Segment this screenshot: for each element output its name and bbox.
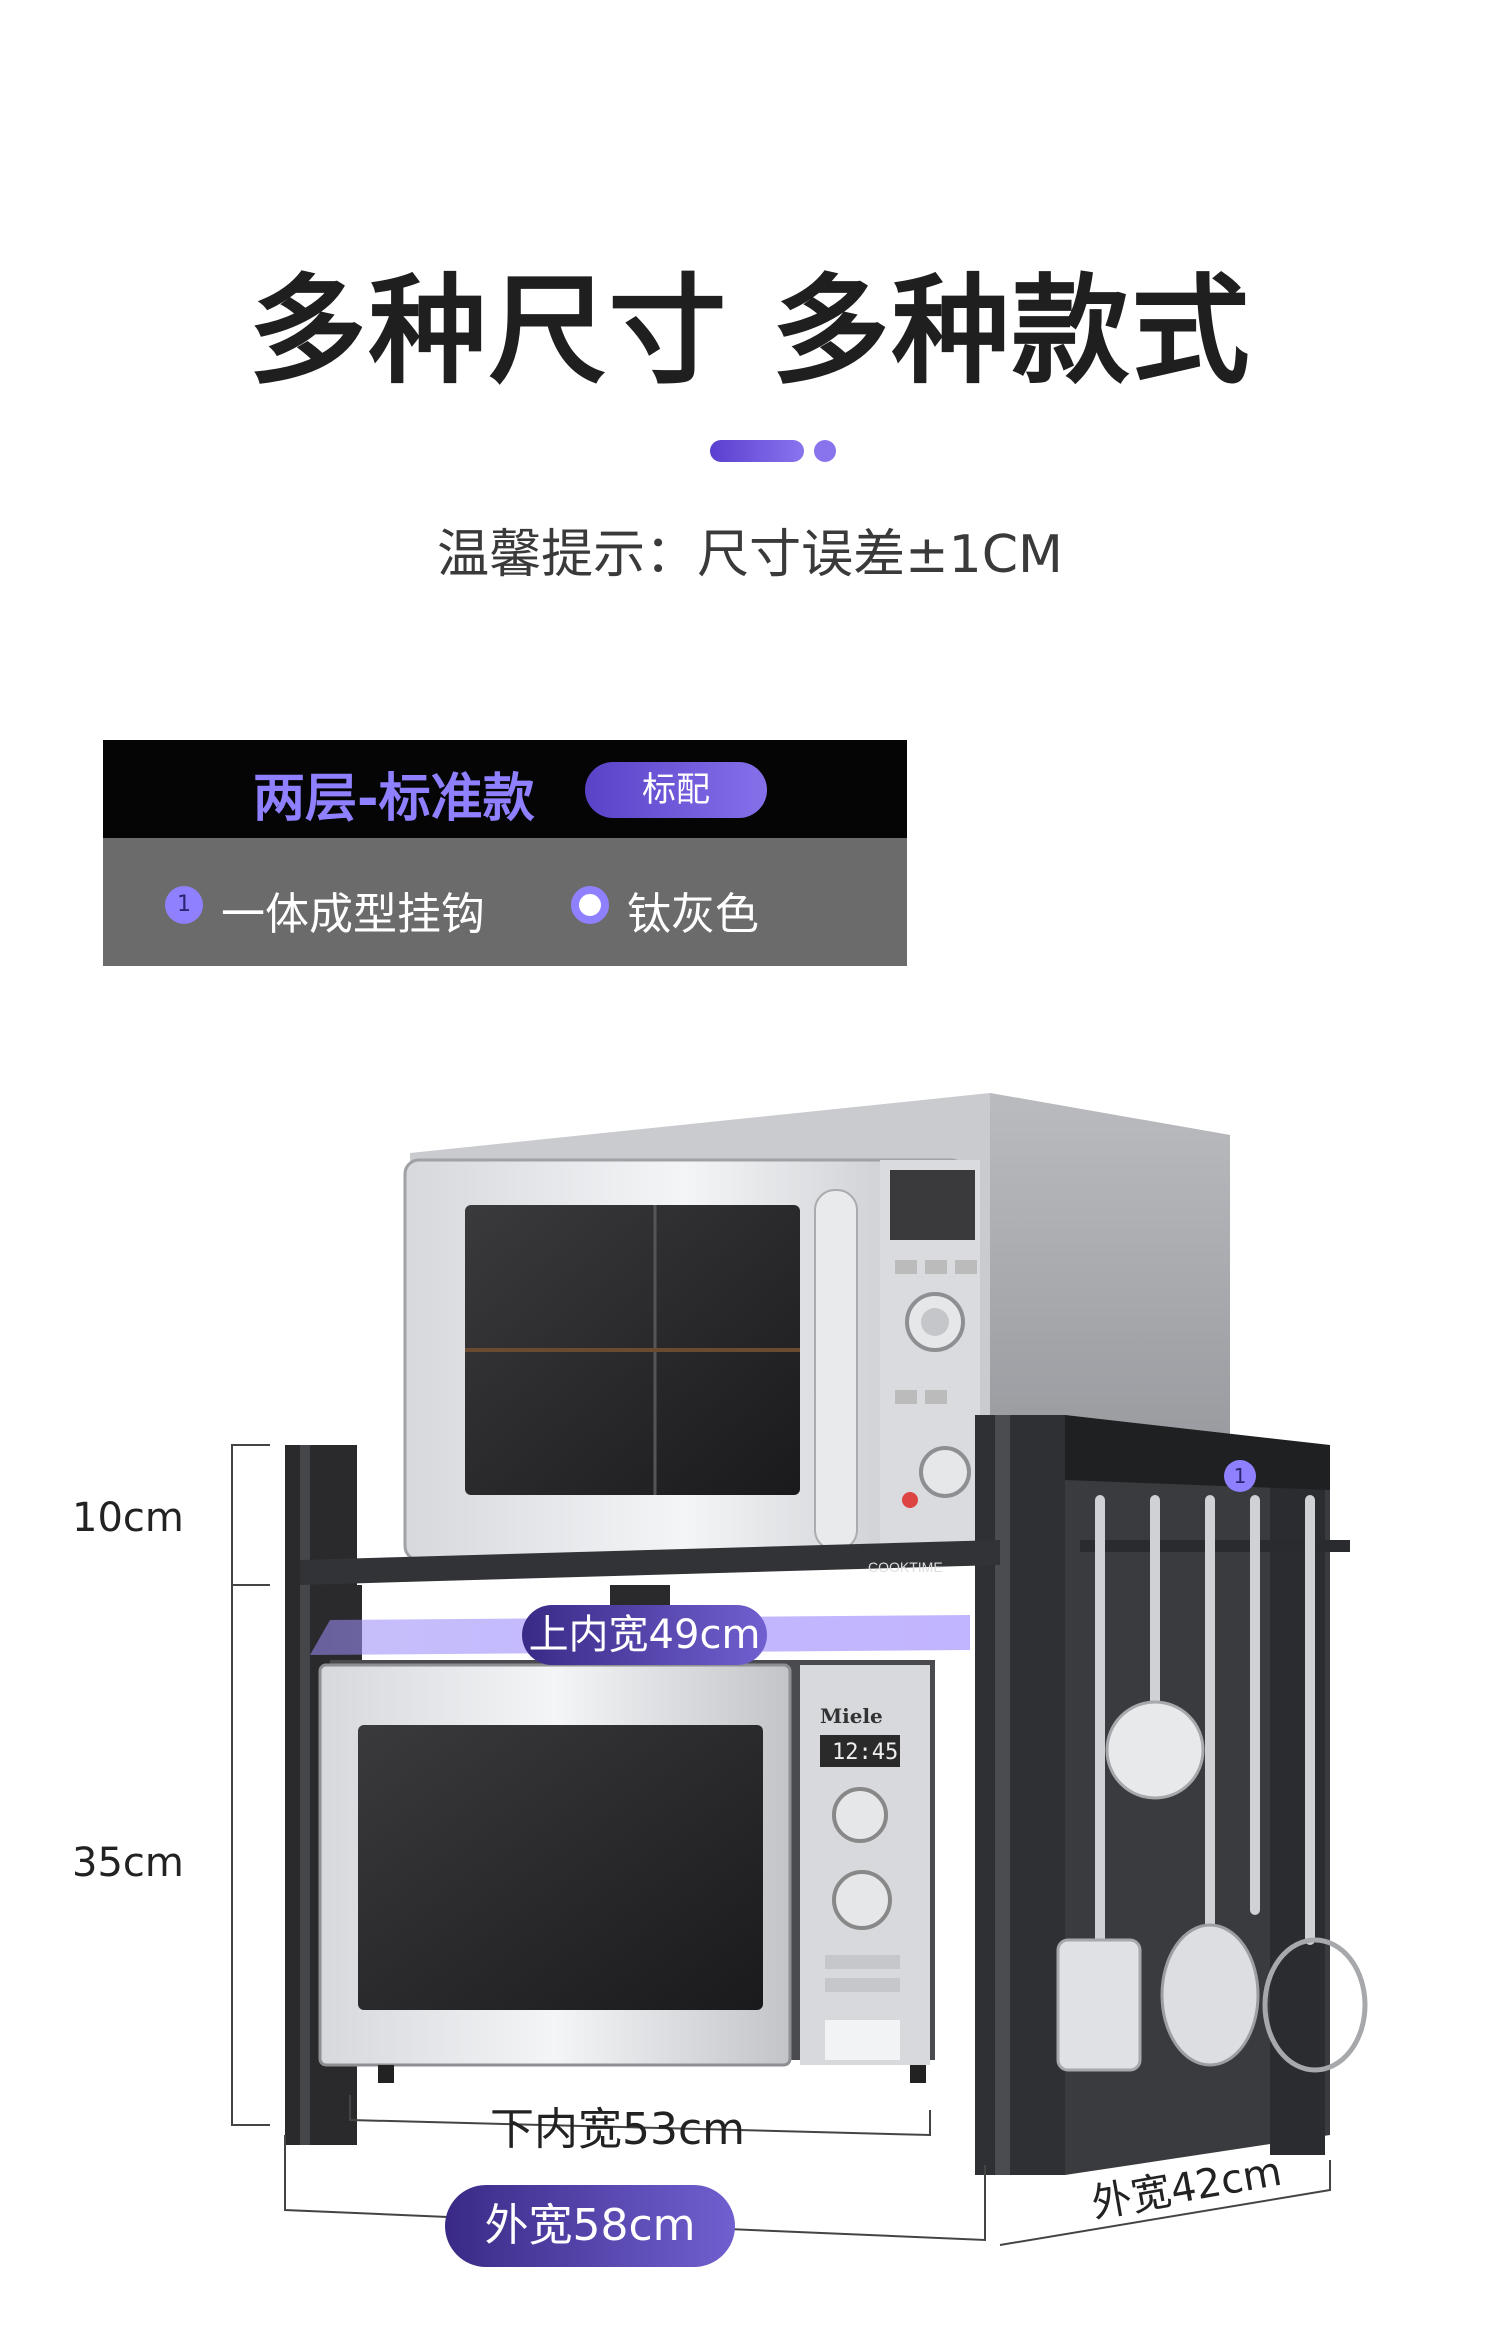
height-bottom-label: 35cm [72, 1840, 184, 1886]
size-tolerance-tip: 温馨提示：尺寸误差±1CM [437, 525, 1063, 585]
product-illustration: COOKTIME 1 Miele 12:45 [0, 1060, 1500, 2322]
feature-color: 钛灰色 [627, 889, 759, 940]
divider-dot [814, 440, 836, 462]
hook-marker: 1 [1234, 1464, 1247, 1488]
standard-badge: 标配 [585, 762, 767, 818]
upper-inner-width-label: 上内宽49cm [522, 1605, 767, 1665]
upper-microwave [403, 1093, 1230, 1565]
height-top-label: 10cm [72, 1495, 184, 1541]
radio-dot-icon [571, 886, 609, 924]
microwave-brand: Miele [820, 1704, 883, 1728]
microwave-clock: 12:45 [832, 1740, 898, 1765]
rack-brand: COOKTIME [868, 1559, 943, 1575]
feature-hook: 一体成型挂钩 [221, 889, 485, 940]
hanging-utensils [1056, 1495, 1368, 2073]
number-badge-icon: 1 [165, 886, 203, 924]
spec-title: 两层-标准款 [253, 769, 535, 829]
outer-width-label: 外宽58cm [445, 2185, 735, 2267]
spec-card-header: 两层-标准款 标配 [103, 740, 907, 838]
page-headline: 多种尺寸 多种款式 [248, 262, 1252, 400]
spec-card: 两层-标准款 标配 1 一体成型挂钩 钛灰色 [103, 740, 907, 966]
lower-inner-width-label: 下内宽53cm [490, 2104, 746, 2155]
rack-diagram: COOKTIME 1 Miele 12:45 [231, 1093, 1368, 2246]
lower-microwave: Miele 12:45 [318, 1660, 935, 2083]
divider-pill [710, 440, 804, 462]
spec-card-features: 1 一体成型挂钩 钛灰色 [103, 838, 907, 966]
